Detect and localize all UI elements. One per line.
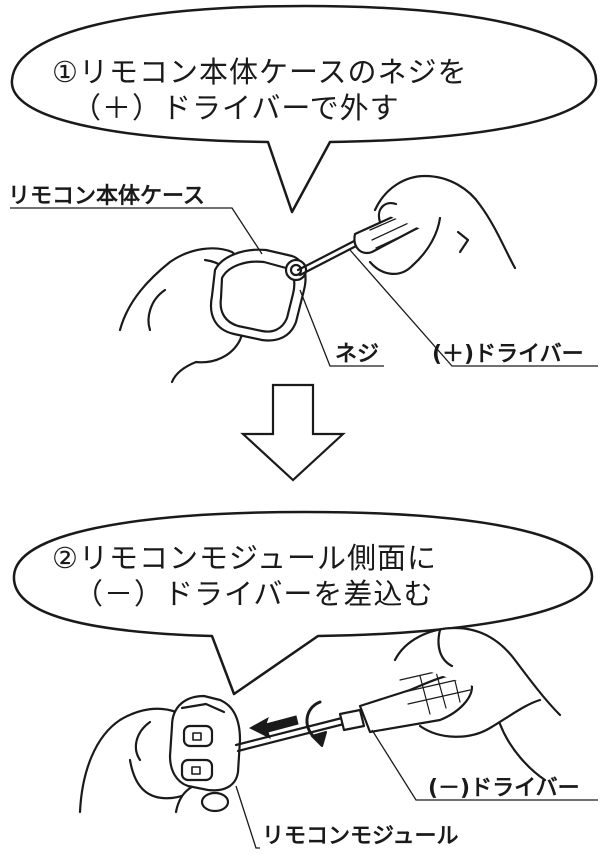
module-label: リモコンモジュール (262, 824, 459, 849)
speech-bubble-2 (12, 510, 594, 696)
leader-lines-1 (10, 207, 598, 367)
hand-with-minus-driver-illustration (234, 626, 562, 782)
hand-with-plus-driver-illustration (296, 174, 517, 277)
step2-instruction-line2: （－）ドライバーを差込む (74, 577, 434, 611)
plus-driver-label: (＋)ドライバー (432, 342, 584, 367)
hand-holding-module-illustration (78, 694, 242, 814)
case-label: リモコン本体ケース (8, 184, 205, 209)
step1-instruction-line1: ①リモコン本体ケースのネジを (52, 55, 468, 89)
hand-holding-remote-illustration (118, 247, 308, 384)
down-arrow (240, 383, 346, 482)
step1-instruction-line2: （＋）ドライバーで外す (72, 91, 400, 125)
minus-driver-label: (－)ドライバー (428, 776, 580, 801)
speech-bubble-1 (10, 4, 598, 214)
push-direction-arrow (248, 715, 299, 739)
step2-instruction-line1: ②リモコンモジュール側面に (52, 541, 437, 575)
leader-lines-2 (235, 729, 598, 849)
screw-label: ネジ (335, 342, 380, 367)
